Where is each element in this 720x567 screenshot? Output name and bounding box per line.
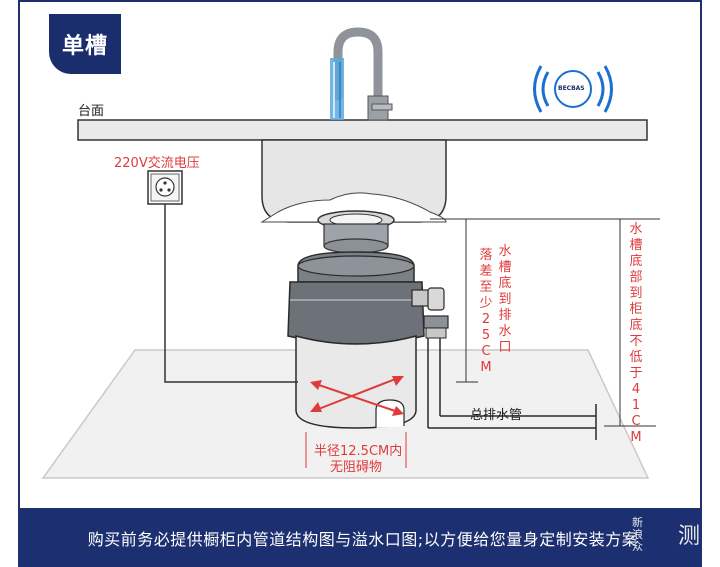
countertop [77,119,648,141]
tab-single-sink: 单槽 [49,14,121,74]
power-cable [164,204,298,383]
page-frame [18,0,702,567]
brand-mark: BECBAS [558,85,585,92]
footer-text: 购买前务必提供橱柜内管道结构图与溢水口图;以方便给您量身定制安装方案 [87,529,639,549]
outlet-pipe [411,287,597,440]
watermark-small: 新浪众 [632,516,643,553]
sink-bowl [260,139,447,223]
main-drain-label: 总排水管 [470,408,523,423]
radius-label-line1: 半径12.5CM内 [314,444,403,459]
countertop-label: 台面 [78,104,105,119]
sink-to-cabinet-label: 水槽底部到柜底不低于41CM [629,222,643,445]
footer-banner: 购买前务必提供橱柜内管道结构图与溢水口图;以方便给您量身定制安装方案 [18,508,702,567]
clearance-arrows [310,376,404,416]
sink-to-outlet-label: 水槽底到排水口 [498,244,512,355]
tab-label: 单槽 [61,34,108,59]
food-waste-disposer [287,251,425,429]
drop-height-label: 落差至少25CM [479,248,493,375]
power-socket-icon [147,170,183,205]
voltage-label: 220V交流电压 [114,156,200,171]
watermark-main: 测 [677,524,700,549]
signal-badge-icon [533,65,613,113]
radius-label-line2: 无阻碍物 [330,460,383,475]
faucet-icon [330,27,393,121]
